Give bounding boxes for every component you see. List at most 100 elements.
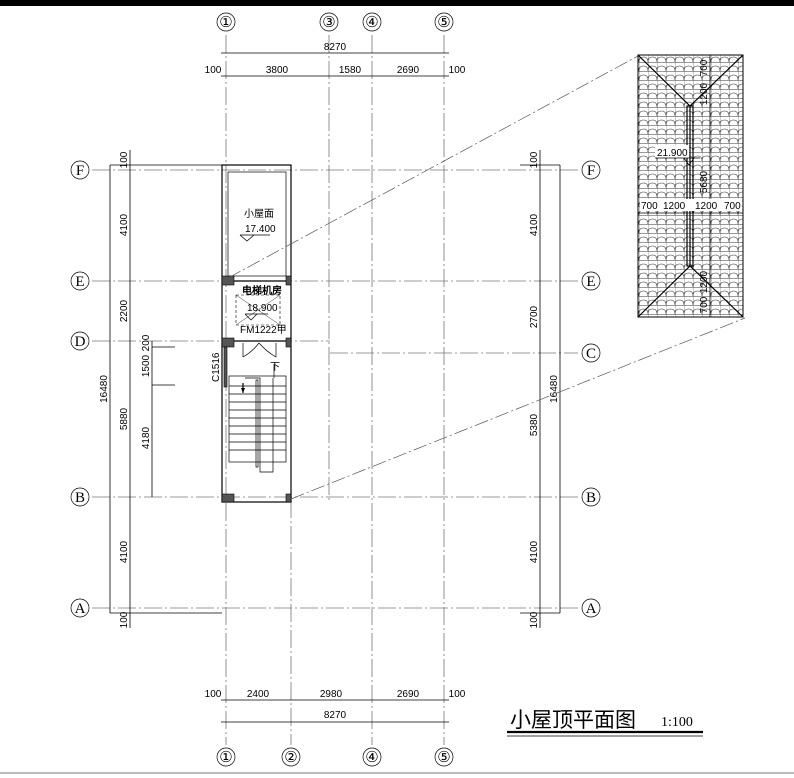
drawing-line xyxy=(221,164,292,503)
drawing-line xyxy=(686,105,694,267)
elevation-marker-icon xyxy=(244,313,268,321)
column xyxy=(285,275,292,286)
dimensions-top: 8270 100 3800 1580 2690 100 xyxy=(205,42,466,77)
dimension-label: 4100 xyxy=(529,213,540,236)
axis-bubbles-left: F E D B A xyxy=(70,160,90,618)
dimension-label: 100 xyxy=(449,689,466,700)
grid-lines xyxy=(92,35,578,745)
detail-leader xyxy=(290,317,746,500)
window-c1516 xyxy=(223,346,228,388)
door-fm1222 xyxy=(242,342,277,358)
drawing-line xyxy=(70,331,90,351)
dimension-label: 100 xyxy=(205,689,222,700)
column xyxy=(221,275,235,286)
drawing-line xyxy=(235,294,281,326)
dimension-label: E xyxy=(75,274,84,290)
dimension-label: 2690 xyxy=(397,689,420,700)
dimension-label: D xyxy=(75,334,86,350)
dimension-label: 2400 xyxy=(247,689,270,700)
dimension-label: 2690 xyxy=(397,65,420,76)
axis-label: ④ xyxy=(365,15,378,31)
dimension-label: 700 xyxy=(724,201,741,212)
axis-label: ⑤ xyxy=(437,15,450,31)
dimension-label: 3800 xyxy=(266,65,289,76)
dimension-label: 100 xyxy=(205,65,222,76)
drawing-line xyxy=(581,487,601,507)
dimensions-right: 100 4100 2700 5380 4100 100 16480 xyxy=(520,150,561,628)
drawing-line xyxy=(235,294,281,326)
title-scale: 1:100 xyxy=(661,715,693,730)
axis-bubbles-bottom: ① ② ④ ⑤ xyxy=(216,747,454,767)
axis-label: ④ xyxy=(365,750,378,766)
drawing-line xyxy=(362,747,382,767)
dimension-label: C xyxy=(586,346,596,362)
drawing-line xyxy=(581,598,601,618)
dimension-label: 4100 xyxy=(119,213,130,236)
column xyxy=(285,493,292,503)
elevation-machine: 18.900 xyxy=(247,303,278,314)
dimension-label: E xyxy=(586,274,595,290)
axis-bubbles-top: ① ③ ④ ⑤ xyxy=(216,12,454,32)
drawing-line xyxy=(362,12,382,32)
drawing-line xyxy=(216,12,236,32)
dimension-label: 5680 xyxy=(699,170,710,193)
dimension-label: 8270 xyxy=(324,42,347,53)
drawing-line xyxy=(581,160,601,180)
dimension-label: 200 xyxy=(141,334,152,351)
dimension-label: 700 xyxy=(641,201,658,212)
roof-detail: 21.900 700 1200 1200 700 700 1200 5680 1… xyxy=(637,54,744,318)
dimension-label: 1200 xyxy=(699,270,710,293)
room-label-machine: 电梯机房 xyxy=(242,284,282,297)
dimension-label: 4100 xyxy=(529,540,540,563)
dimension-label: 100 xyxy=(119,611,130,628)
dimension-label: 700 xyxy=(699,59,710,76)
title-text: 小屋顶平面图 xyxy=(510,708,636,732)
drawing-line xyxy=(434,12,454,32)
drawing-line xyxy=(70,160,90,180)
axis-bubbles-right: F E C B A xyxy=(581,160,601,618)
ridge-elevation: 21.900 xyxy=(657,148,688,159)
drawing-line xyxy=(245,377,274,473)
drawing-line xyxy=(434,747,454,767)
drawing-line xyxy=(655,145,689,158)
axis-label: ③ xyxy=(322,15,335,31)
drawing-line xyxy=(70,487,90,507)
drawing-line xyxy=(281,747,301,767)
dimension-label: 1500 xyxy=(141,354,152,377)
dimension-label: 100 xyxy=(529,151,540,168)
column xyxy=(285,337,292,348)
axis-label: ② xyxy=(284,750,297,766)
dimension-label: 2700 xyxy=(529,305,540,328)
drawing-line xyxy=(228,375,287,463)
dimension-label: 2200 xyxy=(119,299,130,322)
drawing-title: 小屋顶平面图 1:100 xyxy=(507,708,703,737)
dimension-label: B xyxy=(586,490,596,506)
window-label: C1516 xyxy=(211,352,222,382)
dimension-label: 700 xyxy=(699,296,710,313)
elevation-small-roof: 17.400 xyxy=(245,224,276,235)
dimension-label: 16480 xyxy=(549,375,560,403)
dimension-label: 4180 xyxy=(141,426,152,449)
building-outline: 小屋面 17.400 电梯机房 18.900 FM1222甲 C1516 下 xyxy=(211,164,292,503)
drawing-line xyxy=(70,598,90,618)
dimension-label: 5380 xyxy=(529,413,540,436)
dimension-label: B xyxy=(75,490,85,506)
axis-label: ⑤ xyxy=(437,750,450,766)
drawing-line xyxy=(640,145,742,211)
axis-label: ① xyxy=(219,15,232,31)
dimension-label: 100 xyxy=(529,611,540,628)
dimension-label: 1200 xyxy=(663,201,686,212)
dimension-label: 1200 xyxy=(695,201,718,212)
dimension-label: 100 xyxy=(449,65,466,76)
dimension-label: 4100 xyxy=(119,540,130,563)
drawing-line xyxy=(581,343,601,363)
detail-leader xyxy=(227,55,639,279)
column xyxy=(221,337,235,348)
room-label-small-roof: 小屋面 xyxy=(244,208,274,220)
dimension-label: 1580 xyxy=(339,65,362,76)
dimension-label: A xyxy=(586,601,597,617)
dimension-label: F xyxy=(587,163,595,179)
drawing-line xyxy=(319,12,339,32)
column xyxy=(221,493,235,503)
dimension-label: 100 xyxy=(119,151,130,168)
